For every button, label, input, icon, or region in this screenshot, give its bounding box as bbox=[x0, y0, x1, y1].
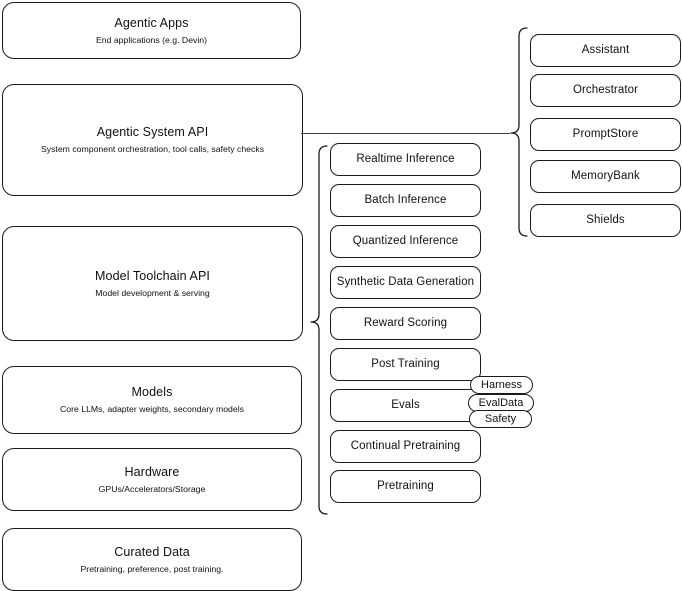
layer-title: Agentic System API bbox=[96, 125, 209, 139]
capability-label: Reward Scoring bbox=[363, 317, 448, 329]
component-label: Assistant bbox=[581, 44, 630, 56]
layer-title: Curated Data bbox=[114, 544, 190, 559]
eval-pill-harness[interactable]: Harness bbox=[470, 376, 533, 394]
layer-title: Model Toolchain API bbox=[95, 268, 210, 283]
layer-subtitle: Core LLMs, adapter weights, secondary mo… bbox=[60, 404, 244, 414]
layer-subtitle: System component orchestration, tool cal… bbox=[40, 144, 265, 154]
capability-label: Continual Pretraining bbox=[350, 440, 461, 452]
component-box-shields[interactable]: Shields bbox=[530, 204, 681, 237]
eval-pill-label: Safety bbox=[484, 413, 517, 425]
layer-box-curated-data[interactable]: Curated Data Pretraining, preference, po… bbox=[2, 528, 302, 591]
component-box-memorybank[interactable]: MemoryBank bbox=[530, 160, 681, 193]
capability-label: Realtime Inference bbox=[356, 153, 455, 165]
layer-subtitle: GPUs/Accelerators/Storage bbox=[98, 483, 206, 494]
component-label: MemoryBank bbox=[571, 170, 640, 182]
component-label: Orchestrator bbox=[572, 84, 639, 96]
layer-box-models[interactable]: Models Core LLMs, adapter weights, secon… bbox=[2, 366, 302, 434]
eval-pill-label: Harness bbox=[481, 379, 522, 391]
capability-label: Batch Inference bbox=[364, 194, 447, 206]
layer-box-agentic-system-api[interactable]: Agentic System API System component orch… bbox=[2, 84, 303, 196]
capability-box-post-training[interactable]: Post Training bbox=[330, 348, 481, 381]
capability-box-batch-inference[interactable]: Batch Inference bbox=[330, 184, 481, 217]
capability-label: Evals bbox=[391, 399, 420, 411]
component-box-assistant[interactable]: Assistant bbox=[530, 34, 681, 67]
layer-box-agentic-apps[interactable]: Agentic Apps End applications (e.g. Devi… bbox=[2, 2, 301, 59]
layer-title: Agentic Apps bbox=[114, 15, 189, 30]
layer-subtitle: Pretraining, preference, post training. bbox=[80, 563, 224, 574]
connector-line-system-api-to-components bbox=[301, 133, 510, 135]
capability-box-realtime-inference[interactable]: Realtime Inference bbox=[330, 143, 481, 176]
eval-pill-safety[interactable]: Safety bbox=[469, 410, 532, 428]
component-label: Shields bbox=[586, 214, 625, 226]
capability-box-evals[interactable]: Evals bbox=[330, 389, 481, 422]
layer-subtitle: Model development & serving bbox=[95, 287, 210, 298]
capability-label: Post Training bbox=[371, 358, 440, 370]
capability-label: Pretraining bbox=[377, 480, 434, 492]
capability-box-quantized-inference[interactable]: Quantized Inference bbox=[330, 225, 481, 258]
layer-box-model-toolchain-api[interactable]: Model Toolchain API Model development & … bbox=[2, 226, 303, 341]
layer-box-hardware[interactable]: Hardware GPUs/Accelerators/Storage bbox=[2, 448, 302, 511]
capability-label: Synthetic Data Generation bbox=[336, 276, 475, 288]
layer-title: Hardware bbox=[124, 464, 180, 479]
capability-box-synthetic-data-generation[interactable]: Synthetic Data Generation bbox=[330, 266, 481, 299]
bracket-toolchain-capabilities bbox=[310, 145, 328, 515]
capability-box-reward-scoring[interactable]: Reward Scoring bbox=[330, 307, 481, 340]
component-label: PromptStore bbox=[572, 128, 639, 140]
component-box-orchestrator[interactable]: Orchestrator bbox=[530, 74, 681, 107]
layer-subtitle: End applications (e.g. Devin) bbox=[95, 34, 208, 45]
capability-label: Quantized Inference bbox=[352, 235, 459, 247]
capability-box-continual-pretraining[interactable]: Continual Pretraining bbox=[330, 430, 481, 463]
bracket-system-components bbox=[510, 27, 528, 237]
component-box-promptstore[interactable]: PromptStore bbox=[530, 118, 681, 151]
eval-pill-label: EvalData bbox=[478, 397, 524, 409]
layer-title: Models bbox=[131, 385, 173, 399]
capability-box-pretraining[interactable]: Pretraining bbox=[330, 470, 481, 503]
